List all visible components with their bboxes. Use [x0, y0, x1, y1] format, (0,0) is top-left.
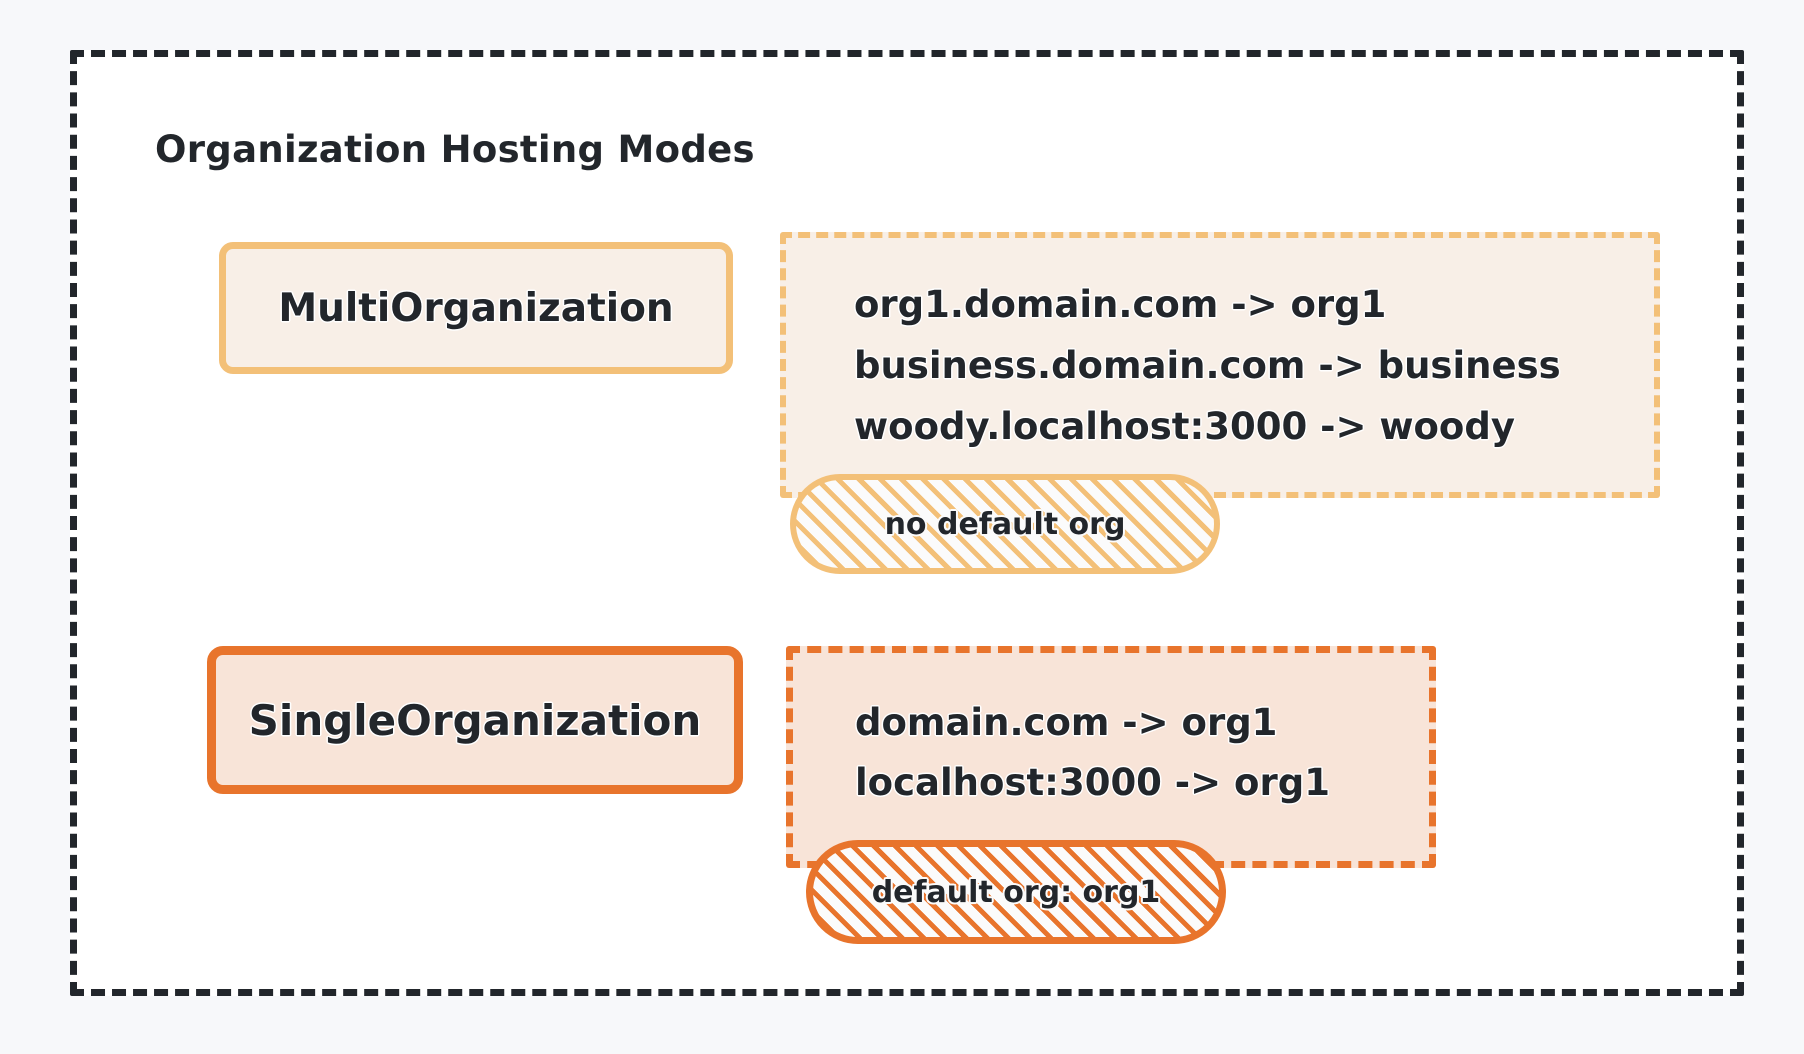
- mapping-list-single-organization: domain.com -> org1 localhost:3000 -> org…: [855, 693, 1330, 813]
- mode-box-multi-organization[interactable]: MultiOrganization: [219, 242, 733, 374]
- mapping-panel-single-organization: domain.com -> org1 localhost:3000 -> org…: [786, 646, 1436, 868]
- default-org-badge-label: default org: org1: [871, 874, 1161, 910]
- mapping-row: business.domain.com -> business: [854, 344, 1561, 387]
- mode-box-single-organization[interactable]: SingleOrganization: [207, 646, 743, 794]
- page-title: Organization Hosting Modes: [155, 128, 755, 171]
- mode-label-multi-organization: MultiOrganization: [278, 285, 674, 331]
- mapping-panel-multi-organization: org1.domain.com -> org1 business.domain.…: [780, 232, 1660, 498]
- mapping-row: localhost:3000 -> org1: [855, 761, 1330, 804]
- mapping-row: woody.localhost:3000 -> woody: [854, 405, 1515, 448]
- mapping-row: org1.domain.com -> org1: [854, 283, 1387, 326]
- default-org-badge-single-organization: default org: org1: [806, 840, 1226, 944]
- default-org-badge-multi-organization: no default org: [790, 474, 1220, 574]
- mapping-list-multi-organization: org1.domain.com -> org1 business.domain.…: [854, 274, 1561, 457]
- mode-label-single-organization: SingleOrganization: [248, 695, 702, 745]
- default-org-badge-label: no default org: [884, 506, 1126, 542]
- mapping-row: domain.com -> org1: [855, 701, 1278, 744]
